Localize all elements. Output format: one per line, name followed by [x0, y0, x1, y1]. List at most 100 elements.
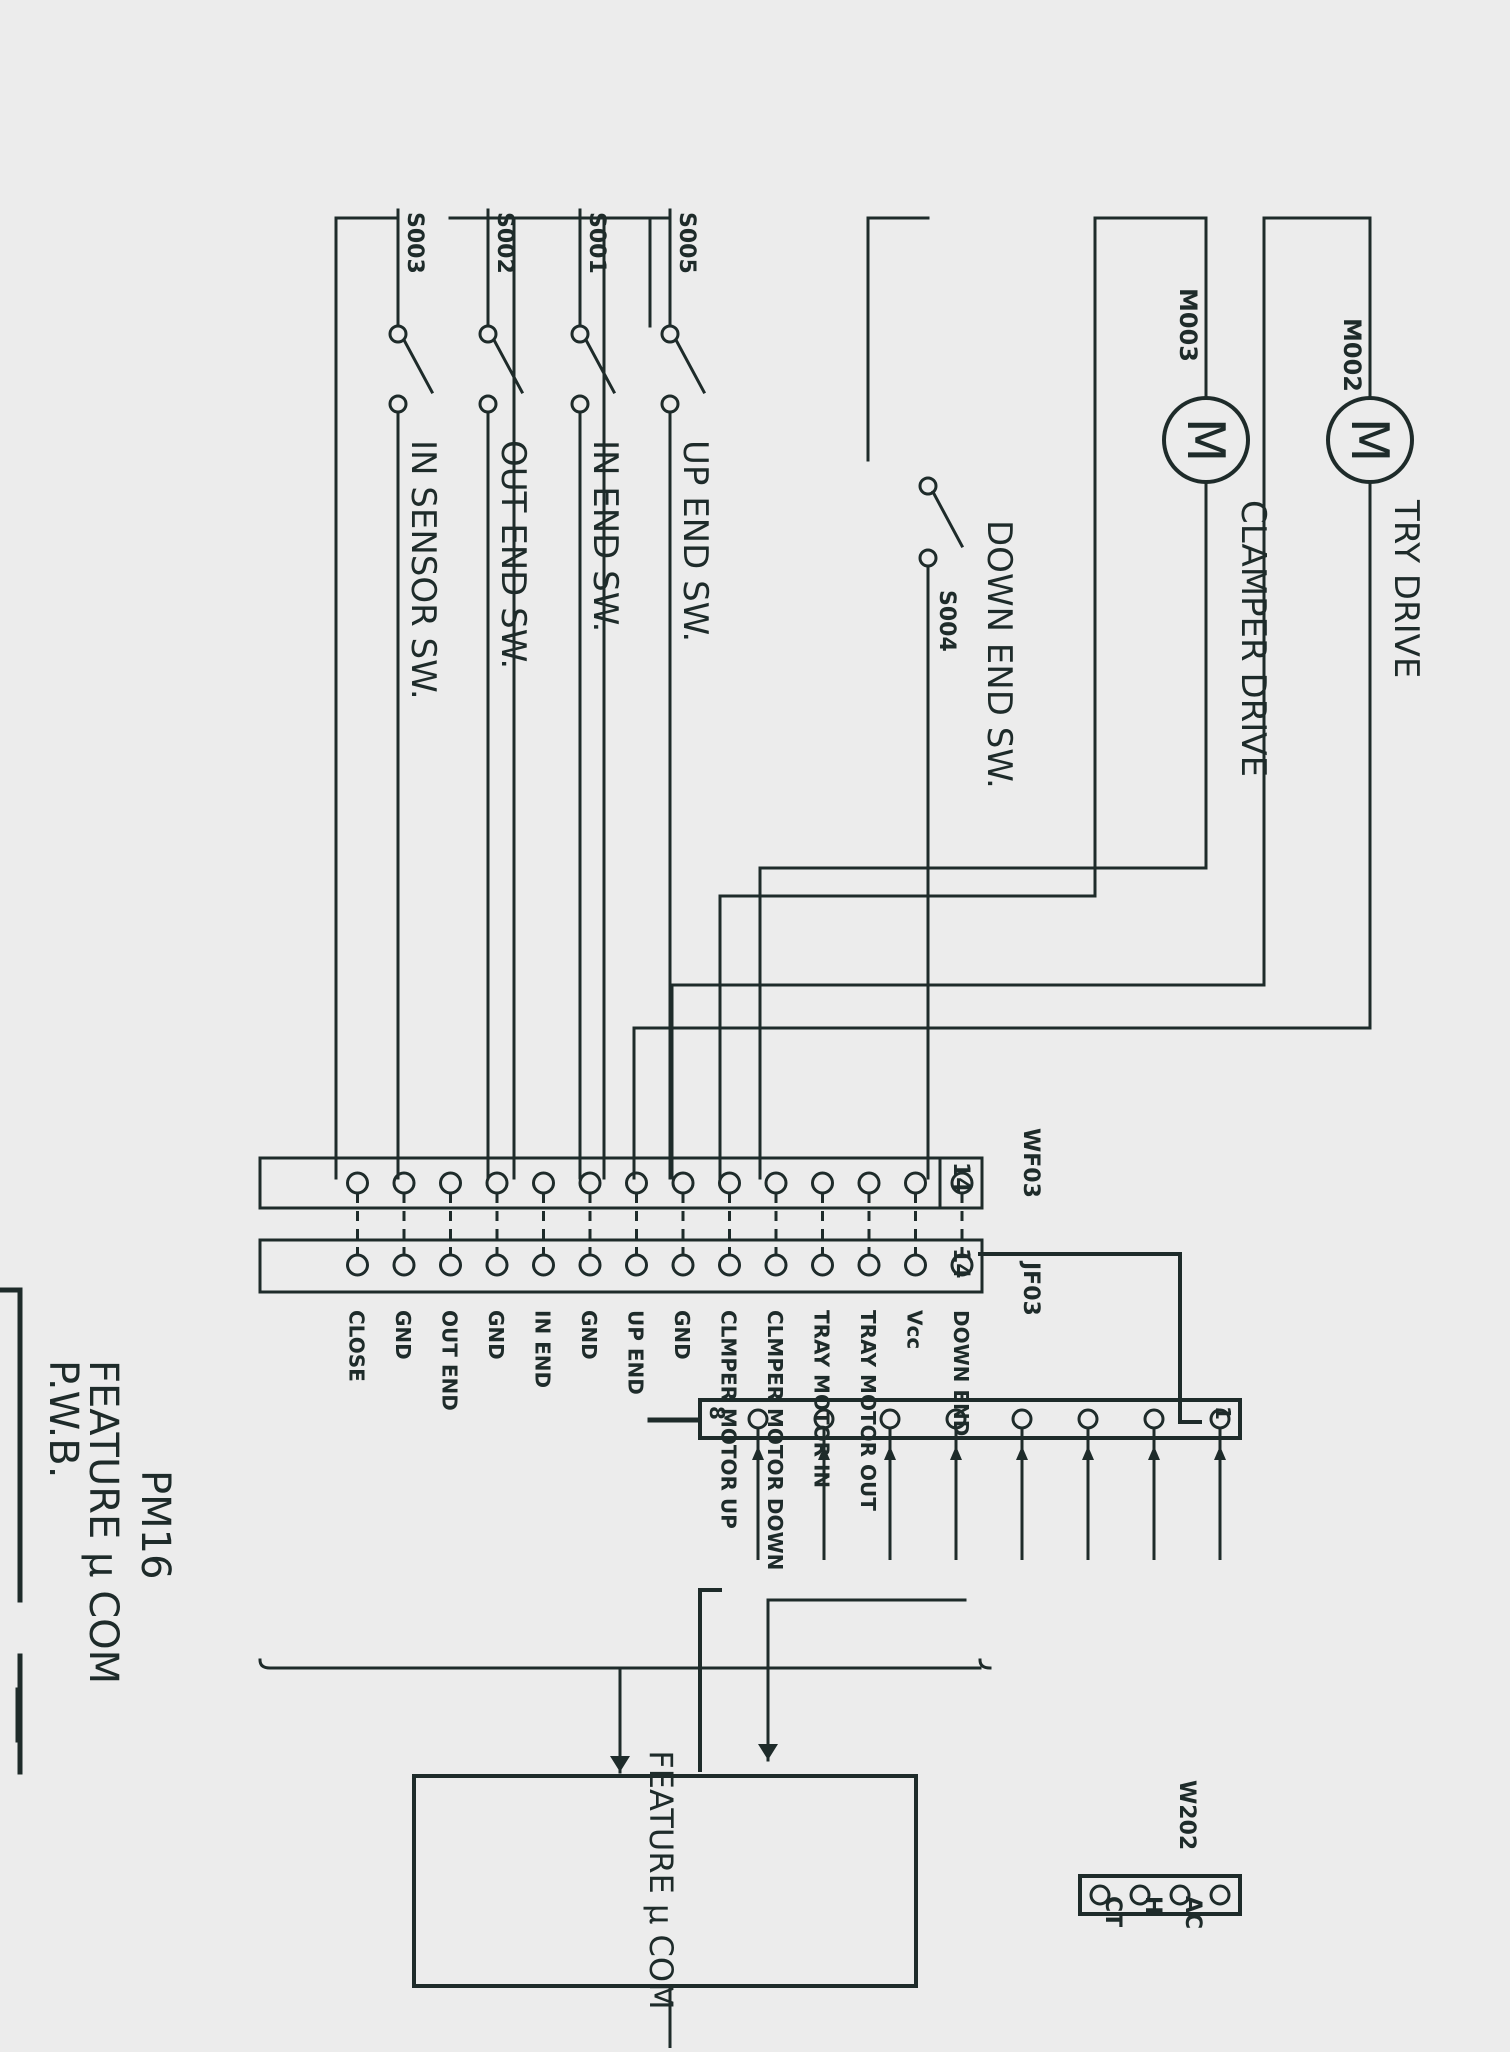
connector-pin — [764, 1171, 788, 1195]
motor-m003-label: CLAMPER DRIVE — [1233, 500, 1273, 777]
connector-pin — [718, 1171, 741, 1195]
connector-pin-row — [671, 1171, 695, 1277]
connector-pin — [857, 1171, 881, 1195]
switch-s003-id: S003 — [402, 212, 427, 274]
signal-bracket — [258, 1598, 992, 1774]
switch-s004-id: S004 — [934, 590, 959, 652]
pin-label: CLOSE — [345, 1310, 369, 1382]
motor-wires — [632, 216, 1372, 1180]
connector-pin-row — [811, 1171, 834, 1277]
connector-pin — [346, 1253, 369, 1277]
connector-w202-arrow — [1214, 1446, 1226, 1460]
connector-w202-arrow — [1016, 1446, 1028, 1460]
feature-ucom-label: FEATURE μ COM — [642, 1750, 680, 2009]
connector-w202-pin-last: 8 — [705, 1406, 729, 1420]
pin-label: GND — [577, 1310, 601, 1360]
connector-pin — [904, 1171, 927, 1195]
switch-bank — [334, 208, 707, 1180]
feature-ucom-box: FEATURE μ COM — [412, 1750, 918, 2052]
switch-s005-label: UP END SW. — [675, 440, 715, 642]
switch-s001-label: IN END SW. — [585, 440, 625, 632]
motor-m002-symbol: M — [1339, 418, 1399, 463]
connector-pin — [625, 1171, 648, 1195]
connector-pin — [578, 1171, 602, 1195]
connector-pin — [811, 1253, 834, 1277]
connector-pin — [764, 1253, 788, 1277]
connector-pin — [439, 1171, 462, 1195]
connector-pin — [904, 1253, 927, 1277]
board-title-line2: FEATURE μ COM — [80, 1360, 126, 1684]
connector-w202-pins — [747, 1408, 1231, 1560]
pin-label: UP END — [624, 1310, 648, 1395]
pin-label: CLMPER MOTOR UP — [717, 1310, 741, 1529]
connector-pin-row — [764, 1171, 788, 1277]
side-label-ct: CT — [1100, 1896, 1125, 1927]
connector-pin-row — [392, 1171, 416, 1277]
motor-m002: M M002 TRY DRIVE — [1326, 318, 1426, 678]
connector-pin — [392, 1253, 416, 1277]
connector-jf03-id: JF03 — [1018, 1260, 1043, 1316]
connector-pin-row — [625, 1171, 648, 1277]
motor-m002-label: TRY DRIVE — [1386, 499, 1426, 678]
pin-label: IN END — [531, 1310, 555, 1388]
connector-pin — [625, 1253, 648, 1277]
motor-m003: M M003 CLAMPER DRIVE — [1162, 288, 1273, 777]
board-title: PM16 FEATURE μ COM P.W.B. — [40, 1360, 178, 1684]
connector-w202-pin — [1143, 1408, 1165, 1430]
connector-pin — [671, 1253, 695, 1277]
connector-jf03: JF03 14 — [258, 1238, 1043, 1316]
connector-pin — [346, 1171, 369, 1195]
motor-m002-id: M002 — [1338, 318, 1366, 392]
connector-pin — [671, 1171, 695, 1195]
connector-w202-arrow — [752, 1446, 764, 1460]
connector-pin-row — [346, 1171, 369, 1277]
connector-pin — [485, 1253, 509, 1277]
side-label-h: H — [1140, 1896, 1165, 1914]
connector-w202-id: W202 — [1174, 1780, 1199, 1850]
connector-pin-row — [950, 1171, 974, 1277]
switch-s002-id: S002 — [492, 212, 517, 274]
connector-pin-row — [485, 1171, 509, 1277]
switch-s004-label: DOWN END SW. — [979, 520, 1019, 789]
switch-s003-label: IN SENSOR SW. — [403, 440, 443, 700]
connector-w202: 1 8 W202 AC H CT — [647, 1252, 1242, 1929]
switch-bank-labels: S005 UP END SW. S001 IN END SW. S002 OUT… — [402, 212, 715, 700]
pin-label: OUT END — [438, 1310, 462, 1411]
connector-wf03: WF03 14 — [258, 1128, 1043, 1210]
motor-m003-id: M003 — [1174, 288, 1202, 362]
connector-pins — [346, 1171, 974, 1277]
switch-s002-label: OUT END SW. — [493, 440, 533, 669]
side-label-ac: AC — [1180, 1896, 1205, 1929]
pin-label: DOWN END — [949, 1310, 973, 1436]
connector-w202-pin — [1077, 1408, 1099, 1430]
connector-w202b-pin — [1169, 1884, 1191, 1906]
connector-pin-row — [439, 1171, 462, 1277]
connector-w202b-pins — [1089, 1884, 1231, 1906]
connector-pin — [857, 1253, 881, 1277]
connector-w202-arrow — [884, 1446, 896, 1460]
pin-label: GND — [391, 1310, 415, 1360]
pin-label: Vcc — [903, 1310, 927, 1349]
connector-pin — [485, 1171, 509, 1195]
connector-pin-row — [578, 1171, 602, 1277]
connector-w202-arrow — [950, 1446, 962, 1460]
connector-w202b-pin — [1089, 1884, 1111, 1906]
switch-s001-id: S001 — [584, 212, 609, 274]
connector-wf03-id: WF03 — [1018, 1128, 1043, 1198]
board-title-line3: P.W.B. — [40, 1360, 86, 1478]
board-title-line1: PM16 — [132, 1470, 178, 1580]
connector-pin — [811, 1171, 834, 1195]
connector-pin-row — [532, 1171, 555, 1277]
connector-pin — [392, 1171, 416, 1195]
connector-pin-row — [857, 1171, 881, 1277]
connector-w202-arrow — [1148, 1446, 1160, 1460]
connector-w202b-pin — [1209, 1884, 1231, 1906]
switch-s004: S004 DOWN END SW. — [866, 216, 1019, 1180]
connector-pin — [532, 1171, 555, 1195]
pin-label: GND — [484, 1310, 508, 1360]
connector-w202-pin — [1011, 1408, 1033, 1430]
connector-pin — [578, 1253, 602, 1277]
